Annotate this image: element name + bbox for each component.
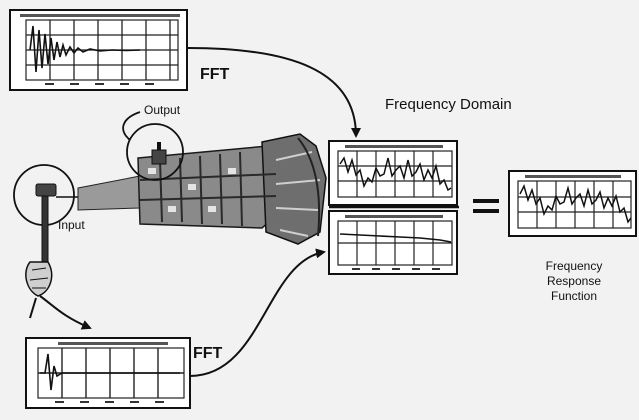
accelerometer-icon [152,142,166,164]
fft-label-bottom: FFT [193,345,223,362]
input-label: Input [58,218,85,232]
arrow-icon [188,48,356,136]
frequency-domain-label: Frequency Domain [385,96,512,113]
equals-sign [473,199,499,213]
output-time-signal-plot [10,10,187,90]
output-spectrum-plot [329,141,457,205]
output-label: Output [144,103,181,117]
transmission-housing-icon [78,134,326,244]
frf-label-line3: Function [551,289,597,303]
frf-label-line2: Response [547,274,601,288]
arrow-icon [40,296,90,328]
frf-plot [509,171,636,236]
input-spectrum-plot [329,211,457,274]
frf-label-line1: Frequency [546,259,603,273]
fft-label-top: FFT [200,66,230,83]
input-force-signal-plot [26,338,190,408]
